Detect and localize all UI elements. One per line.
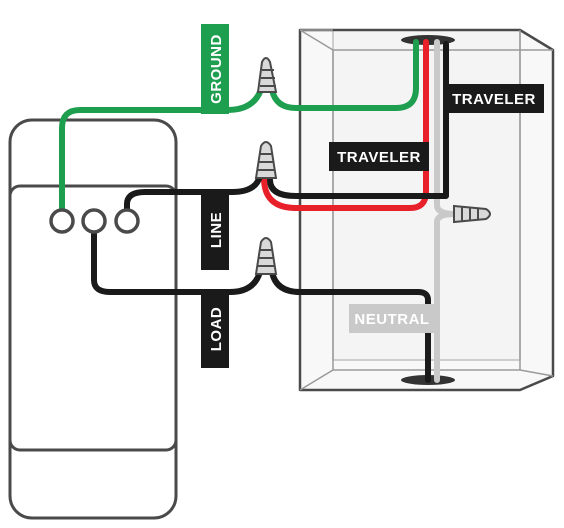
label-load: LOAD bbox=[201, 290, 229, 368]
neutral-wire-lower bbox=[434, 211, 458, 383]
terminals bbox=[49, 208, 140, 234]
label-ground: GROUND bbox=[201, 24, 229, 114]
smart-switch bbox=[8, 118, 178, 520]
label-line-text: LINE bbox=[208, 212, 225, 248]
label-ground-text: GROUND bbox=[208, 34, 225, 104]
wire-nut-load-icon bbox=[254, 237, 278, 275]
wire-nut-line-icon bbox=[254, 141, 278, 179]
label-traveler-mid: TRAVELER bbox=[329, 142, 429, 171]
label-traveler-top-text: TRAVELER bbox=[452, 91, 536, 108]
terminal-ground-icon bbox=[49, 208, 75, 234]
terminal-line-icon bbox=[114, 208, 140, 234]
wire-nut-ground-icon bbox=[256, 57, 278, 93]
label-neutral: NEUTRAL bbox=[349, 304, 435, 333]
terminal-load-icon bbox=[81, 208, 107, 234]
ground-wire bbox=[59, 89, 263, 221]
label-load-text: LOAD bbox=[208, 307, 225, 352]
ground-wire-box bbox=[269, 39, 419, 111]
label-neutral-text: NEUTRAL bbox=[354, 311, 429, 328]
load-wire bbox=[91, 217, 263, 295]
traveler-black-wire bbox=[267, 41, 449, 199]
switch-faceplate bbox=[8, 184, 178, 452]
label-line: LINE bbox=[201, 190, 229, 270]
label-traveler-top: TRAVELER bbox=[444, 84, 544, 113]
label-traveler-mid-text: TRAVELER bbox=[337, 149, 421, 166]
wires bbox=[59, 39, 458, 383]
line-wire bbox=[124, 173, 263, 217]
load-wire-box bbox=[269, 269, 431, 383]
wire-nuts bbox=[254, 57, 491, 275]
wire-nut-neutral-icon bbox=[453, 204, 491, 224]
